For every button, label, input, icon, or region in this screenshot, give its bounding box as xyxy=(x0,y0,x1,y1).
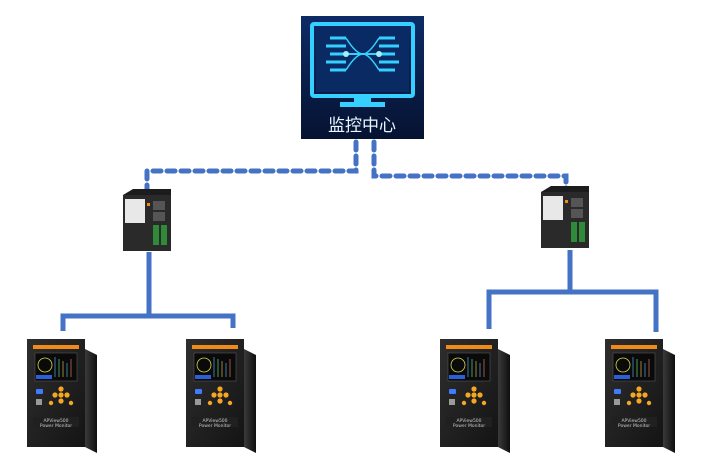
device-2[interactable]: APView500 Power Monitor xyxy=(185,338,257,454)
device-3[interactable]: APView500 Power Monitor xyxy=(439,338,511,454)
device-1-text: APView500 xyxy=(43,418,68,424)
center-link-left xyxy=(144,139,359,196)
device-2-subtext: Power Monitor xyxy=(199,423,231,429)
power-monitor-device-icon xyxy=(185,338,257,454)
gateway-left-links xyxy=(60,252,236,331)
device-3-text: APView500 xyxy=(456,418,481,424)
gateway-right-links xyxy=(486,250,659,332)
power-monitor-device-icon xyxy=(604,338,676,454)
device-1[interactable]: APView500 Power Monitor xyxy=(26,338,98,454)
din-rail-gateway-icon xyxy=(123,189,171,251)
device-2-text: APView500 xyxy=(202,418,227,424)
din-rail-gateway-icon xyxy=(541,186,589,248)
monitor-network-icon xyxy=(310,22,415,107)
center-link-right xyxy=(371,139,569,193)
device-1-subtext: Power Monitor xyxy=(40,423,72,429)
monitoring-center[interactable]: 监控中心 xyxy=(301,16,424,139)
gateway-right[interactable] xyxy=(541,186,589,248)
power-monitor-device-icon xyxy=(439,338,511,454)
device-3-subtext: Power Monitor xyxy=(453,423,485,429)
power-monitor-device-icon xyxy=(26,338,98,454)
device-4[interactable]: APView500 Power Monitor xyxy=(604,338,676,454)
center-label: 监控中心 xyxy=(328,116,396,136)
gateway-left[interactable] xyxy=(123,189,171,251)
device-4-text: APView500 xyxy=(621,418,646,424)
device-4-subtext: Power Monitor xyxy=(618,423,650,429)
